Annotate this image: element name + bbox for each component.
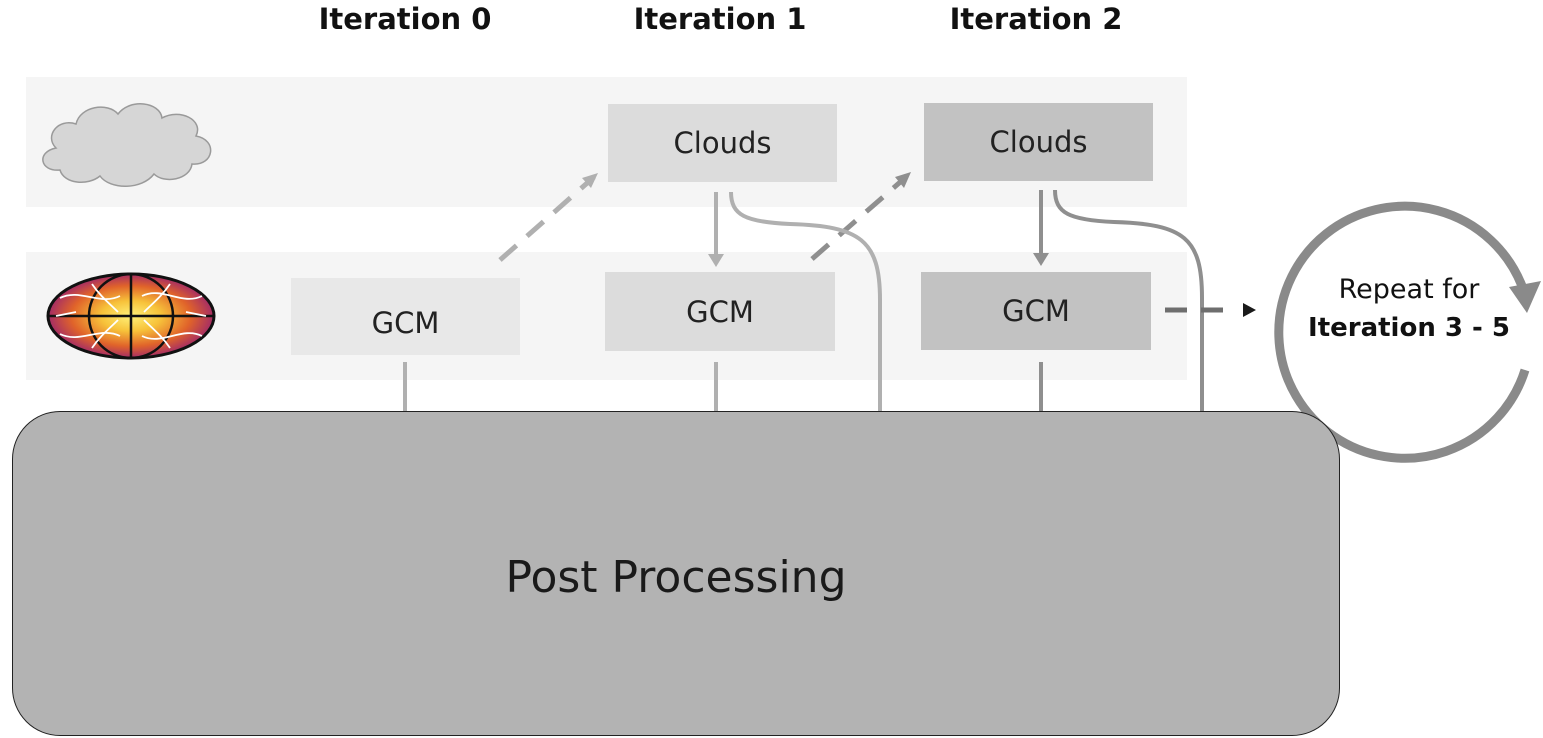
iteration-1-heading: Iteration 1 [633,2,807,36]
planet-globe-icon [46,272,216,360]
gcm-box-iteration-0: GCM [291,278,520,355]
circular-arrow-icon [1274,201,1541,463]
clouds-box-iteration-2: Clouds [924,103,1153,181]
gcm-box-iteration-1: GCM [605,272,835,351]
dashed-arrow-gcm0-to-clouds1 [498,175,596,262]
curve-clouds2-to-post [1053,189,1204,412]
cloud-icon [42,103,212,187]
post-processing-label: Post Processing [505,552,847,603]
clouds-box-iteration-1: Clouds [608,104,837,182]
iteration-0-heading: Iteration 0 [318,2,492,36]
gcm-box-iteration-2: GCM [921,272,1151,350]
dashed-arrow-gcm1-to-clouds2 [810,175,908,261]
repeat-line-2: Iteration 3 - 5 [1308,313,1510,343]
curve-clouds1-to-post [729,191,882,412]
repeat-line-1: Repeat for [1338,274,1480,305]
post-processing-box: Post Processing [12,411,1340,736]
repeat-label: Repeat for Iteration 3 - 5 [1290,270,1528,346]
iteration-2-heading: Iteration 2 [949,2,1123,36]
